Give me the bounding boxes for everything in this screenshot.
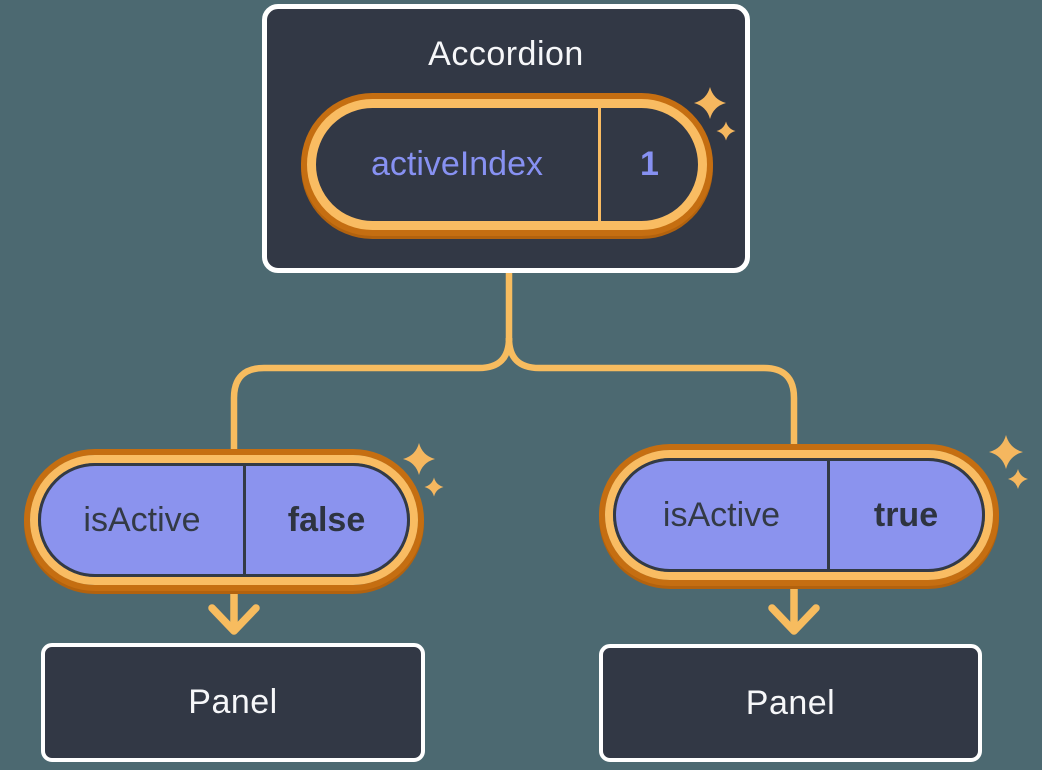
state-value: 1 <box>640 145 659 183</box>
prop-value: false <box>287 500 366 539</box>
prop-pill-left-inner: isActive false <box>38 463 410 577</box>
prop-pill-right: isActive true <box>605 450 993 580</box>
prop-label-cell: isActive <box>41 466 243 574</box>
pill-divider <box>827 461 830 569</box>
panel-title: Panel <box>188 683 278 721</box>
prop-label-cell: isActive <box>616 461 827 569</box>
branch-right-line <box>505 337 798 450</box>
prop-value: true <box>873 495 939 534</box>
pill-divider <box>598 108 601 221</box>
pill-divider <box>243 466 246 574</box>
panel-box-left: Panel <box>41 643 425 762</box>
sparkle-icon <box>989 435 1023 469</box>
arrow-down-icon <box>208 580 260 635</box>
panel-title: Panel <box>745 683 836 722</box>
prop-pill-right-inner: isActive true <box>613 458 985 572</box>
panel-box-right: Panel <box>599 644 982 762</box>
prop-name: isActive <box>662 495 781 534</box>
prop-name: isActive <box>83 500 201 539</box>
prop-value-cell: true <box>830 461 982 569</box>
prop-pill-left: isActive false <box>30 455 418 585</box>
branch-left-line <box>230 337 513 453</box>
state-pill-value-cell: 1 <box>601 108 698 221</box>
state-name: activeIndex <box>371 145 543 183</box>
state-pill: activeIndex 1 <box>307 99 707 230</box>
arrow-down-icon <box>768 577 820 635</box>
sparkle-icon <box>403 443 435 475</box>
accordion-title: Accordion <box>428 35 584 73</box>
sparkle-icon <box>424 477 444 497</box>
prop-value-cell: false <box>246 466 407 574</box>
state-pill-label-cell: activeIndex <box>316 108 598 221</box>
sparkle-icon <box>1008 469 1028 489</box>
